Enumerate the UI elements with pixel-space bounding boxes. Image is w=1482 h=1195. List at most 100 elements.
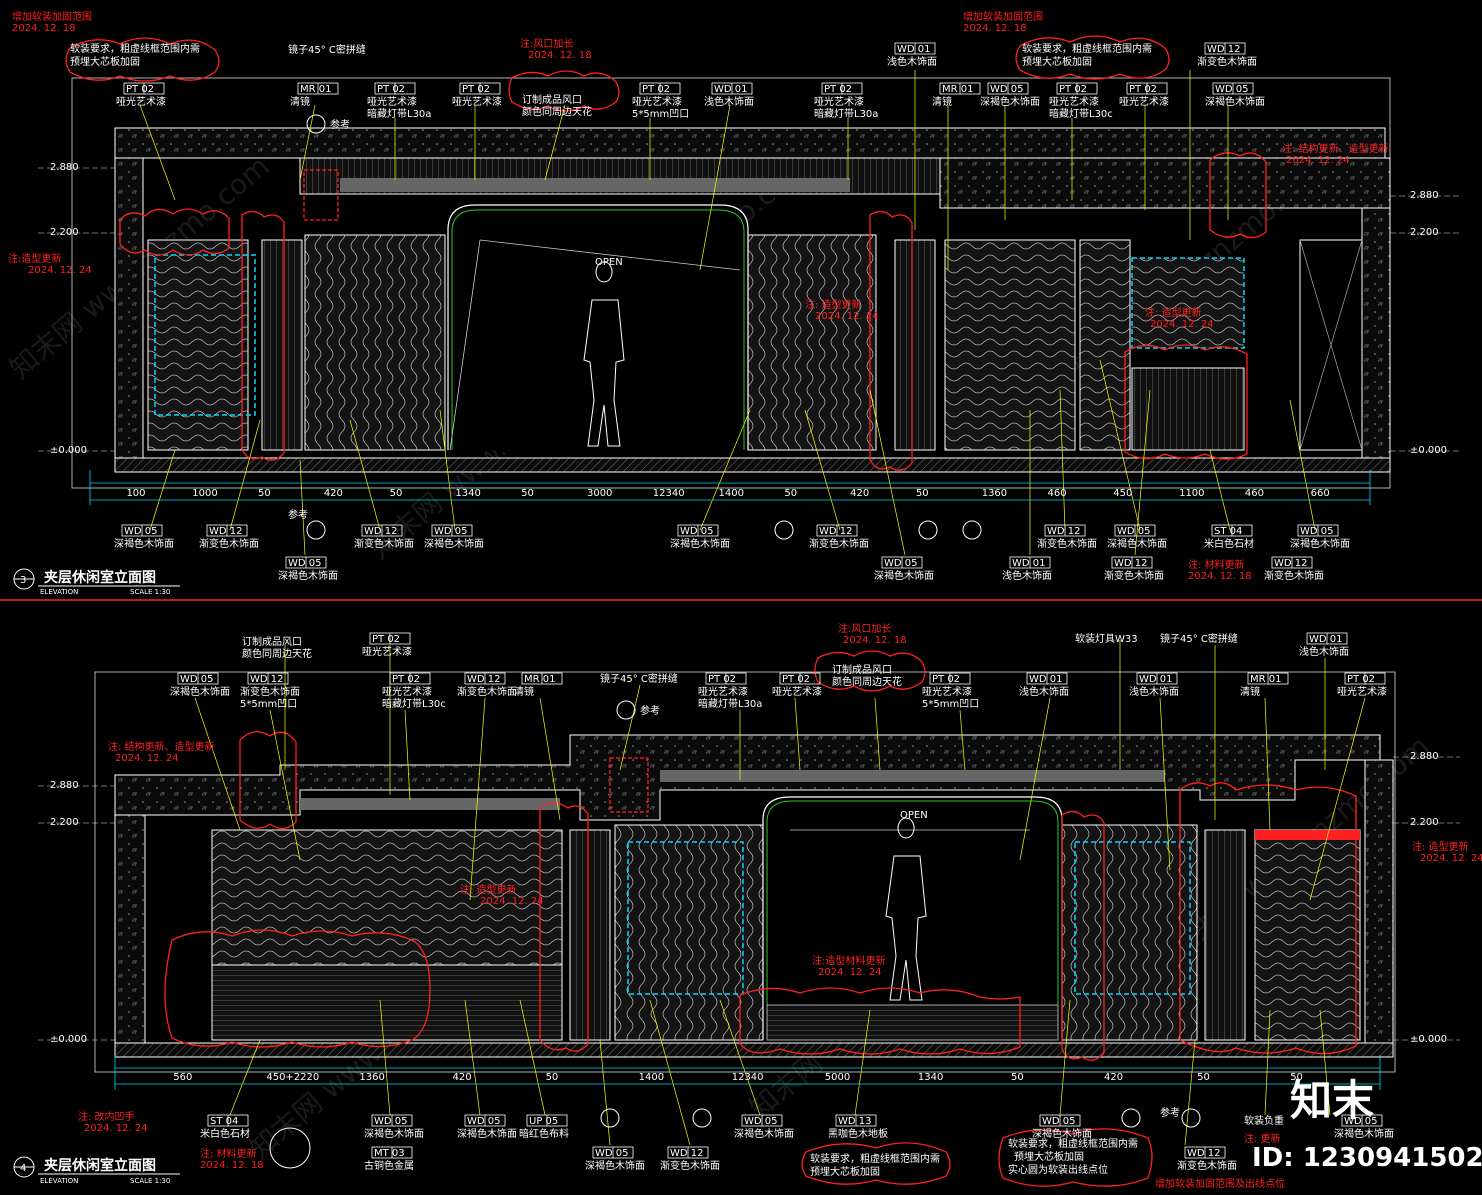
bottom-top-sub: 5*5mm凹口 (240, 699, 297, 710)
bottom-dim: 5000 (825, 1072, 850, 1083)
top-bottom-name: 渐变色木饰面 (354, 537, 414, 550)
top-soft-note: 软装要求，粗虚线框范围内需 (70, 42, 200, 55)
bottom-dim: 1340 (918, 1072, 943, 1083)
bottom-top-name: 清镜 (1240, 685, 1260, 698)
top-bottom-name: 深褐色木饰面 (1290, 537, 1350, 550)
top-top-code: MR 01 (300, 84, 331, 95)
top-bottom-name: 深褐色木饰面 (424, 537, 484, 550)
top-height: 2.880 (50, 162, 79, 173)
top-panel-mirror-2 (894, 239, 936, 451)
top-right-wall (1361, 207, 1391, 461)
bottom-top-name: 浅色木饰面 (1019, 685, 1069, 698)
top-panel-2 (304, 234, 446, 451)
top-bottom-code: WD 01 (1012, 558, 1046, 569)
top-floor (114, 457, 1391, 473)
top-cloud-3 (869, 210, 913, 471)
bottom-note-date: 2024. 12. 24 (1420, 853, 1482, 864)
top-text: 增加软装加固范围 2024. 12. 18 增加软装加固范围 2024. 12.… (8, 10, 1447, 596)
top-mirror-note: 镜子45° C密拼缝 (288, 43, 366, 56)
top-height: ±0.000 (50, 445, 87, 456)
bottom-soft-note-3: 增加软装加固范围及出线点位 (1155, 1177, 1285, 1190)
top-cabinet (1131, 367, 1245, 451)
top-bottom-name: 渐变色木饰面 (1037, 537, 1097, 550)
bottom-bottom-name: 深褐色木饰面 (1032, 1127, 1092, 1140)
top-door (1299, 239, 1363, 451)
bottom-bottom-name: 米白色石材 (200, 1127, 250, 1140)
bottom-section-marker (616, 700, 636, 720)
top-dim: 50 (521, 488, 534, 499)
top-top-name: 渐变色木饰面 (1197, 55, 1257, 68)
top-top-sub: 暗藏灯带L30a (814, 107, 878, 120)
top-top-name: 清镜 (290, 95, 310, 108)
top-top-name: 哑光艺术漆 (367, 95, 417, 108)
bottom-bottom-name: 深褐色木饰面 (364, 1127, 424, 1140)
bottom-panel-2 (614, 824, 764, 1041)
bottom-bottom-code: WD 05 (744, 1116, 778, 1127)
bottom-floor (114, 1042, 1394, 1058)
top-note-date: 2024. 12. 24 (1286, 155, 1350, 166)
top-section-marker (306, 114, 326, 134)
top-bottom-name: 深褐色木饰面 (278, 569, 338, 582)
top-top-code: PT 02 (642, 84, 670, 95)
top-bottom-name: 深褐色木饰面 (1107, 537, 1167, 550)
bottom-section-marker (1181, 1108, 1201, 1128)
bottom-dim: 50 (546, 1072, 559, 1083)
top-top-code: WD 05 (1215, 84, 1249, 95)
top-note: 注: 结构更新、造型更新 (1282, 142, 1389, 155)
bottom-note: 注: 造型更新 (460, 883, 517, 896)
top-top-name: 深褐色木饰面 (980, 95, 1040, 108)
top-dim: 50 (784, 488, 797, 499)
bottom-cloud-4 (739, 987, 1021, 1055)
top-dim: 420 (850, 488, 869, 499)
bottom-soft-note-2: 实心圆为软装出线点位 (1008, 1163, 1108, 1176)
bottom-bottom-name: 渐变色木饰面 (1177, 1159, 1237, 1172)
bottom-section-marker (692, 1108, 712, 1128)
bottom-note: 注: 材料更新 (200, 1147, 257, 1160)
bottom-bottom-code: WD 05 (1042, 1116, 1076, 1127)
top-bottom-name: 深褐色木饰面 (874, 569, 934, 582)
top-note-date: 2024. 12. 24 (1150, 319, 1214, 330)
bottom-dim: 1360 (359, 1072, 384, 1083)
top-bottom-name: 浅色木饰面 (1002, 569, 1052, 582)
bottom-light-slot-2 (300, 798, 560, 810)
top-title: 夹层休闲室立面图 (44, 569, 156, 586)
top-dim: 3000 (587, 488, 612, 499)
top-top-name: 哑光艺术漆 (1119, 95, 1169, 108)
top-bottom-code: WD 12 (1047, 526, 1081, 537)
bottom-top-code: PT 02 (1347, 674, 1375, 685)
bottom-dim: 50 (1011, 1072, 1024, 1083)
bottom-cloud-note-2 (801, 1142, 951, 1185)
top-elev-sub: ELEVATION (40, 588, 78, 596)
bottom-bottom-code: WD 05 (1344, 1116, 1378, 1127)
bottom-cloud-3 (539, 802, 589, 1052)
top-dim: 460 (1245, 488, 1264, 499)
top-cloud-4 (1209, 152, 1267, 239)
top-top-name: 哑光艺术漆 (632, 95, 682, 108)
top-cloud-note-1 (65, 37, 220, 82)
bottom-light-slot (660, 770, 1165, 782)
bottom-soft-note-2: 预埋大芯板加固 (1014, 1150, 1084, 1163)
